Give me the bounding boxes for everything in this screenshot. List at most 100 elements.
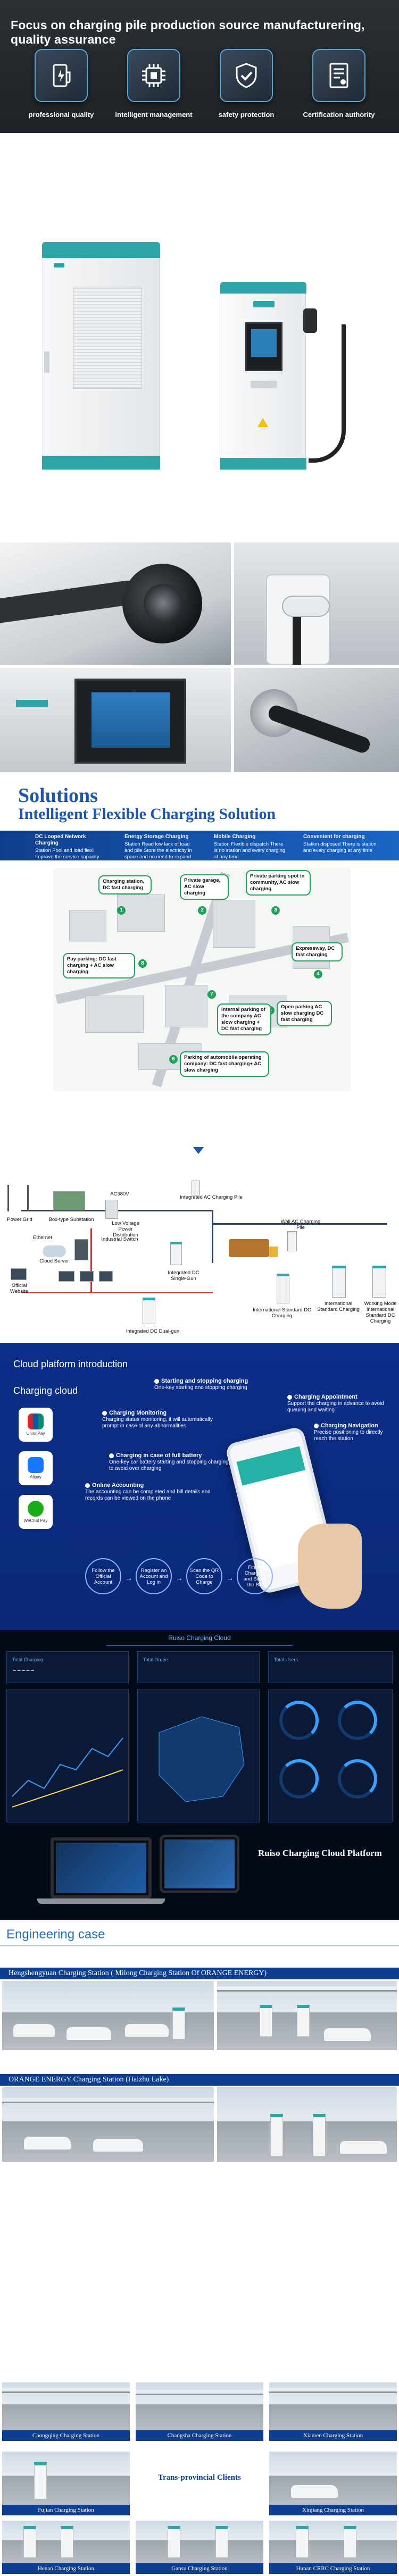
case-title-1: Hengshengyuan Charging Station ( Milong … bbox=[0, 1968, 399, 1979]
feature-label: Certification authority bbox=[303, 111, 375, 119]
callout-pay-parking: Pay parking: DC fast charging + AC slow … bbox=[63, 953, 135, 978]
feature-banner: Focus on charging pile production source… bbox=[0, 0, 399, 133]
cloud-subtitle: Charging cloud bbox=[13, 1385, 78, 1396]
map-panel bbox=[137, 1690, 260, 1822]
caption-gansu: Gansu Charging Station bbox=[136, 2563, 263, 2574]
chevron-down-icon bbox=[193, 1147, 204, 1154]
platform-name: Ruiso Charging Cloud Platform bbox=[258, 1848, 382, 1858]
hand-image bbox=[298, 1524, 362, 1609]
case-photo bbox=[136, 2521, 263, 2563]
cloud-platform-section: Cloud platform introduction Charging clo… bbox=[0, 1343, 399, 1630]
case-photo bbox=[2, 1981, 214, 2050]
case-title-2: ORANGE ENERGY Charging Station (Haizhu L… bbox=[0, 2074, 399, 2086]
case-photo bbox=[2, 2452, 130, 2505]
laptop-base bbox=[37, 1898, 165, 1904]
alipay-badge: Alipay bbox=[19, 1451, 53, 1485]
dc-charging-pile-image bbox=[220, 282, 306, 470]
intl-dc-pile-icon bbox=[372, 1266, 386, 1298]
gauge bbox=[279, 1759, 319, 1799]
server-icon bbox=[74, 1239, 88, 1260]
intl-dc-pile-icon bbox=[332, 1266, 346, 1298]
step-finish-settle: Finish Charging and Settle the Bill bbox=[237, 1558, 273, 1594]
label-box-substation: Box-type Substation bbox=[48, 1217, 94, 1223]
title-rule bbox=[0, 1945, 399, 1946]
case-photo bbox=[217, 1981, 397, 2050]
step-follow-account: Follow the Official Account bbox=[85, 1558, 121, 1594]
callout-community-parking: Private parking spot in community, AC sl… bbox=[246, 870, 311, 896]
case-photo bbox=[269, 2452, 397, 2505]
chip-icon bbox=[127, 49, 180, 102]
caption-xiamen: Xiamen Charging Station bbox=[269, 2430, 397, 2441]
label-ethernet: Ethernet bbox=[33, 1235, 52, 1241]
charging-gun-photo bbox=[0, 542, 231, 665]
gauge-panel bbox=[268, 1690, 393, 1822]
map-marker-3: 3 bbox=[271, 906, 280, 915]
unionpay-icon bbox=[28, 1414, 44, 1429]
line-chart-panel bbox=[6, 1690, 129, 1822]
arrow-right-icon: → bbox=[226, 1574, 234, 1582]
grid-topology-diagram: Power Grid Box-type Substation AC380V Lo… bbox=[0, 1159, 399, 1343]
engineering-case-section: Engineering case Hengshengyuan Charging … bbox=[0, 1920, 399, 2576]
trend-chart bbox=[12, 1737, 123, 1808]
case-photo bbox=[136, 2382, 263, 2430]
case-photo bbox=[269, 2382, 397, 2430]
map-marker-7: 7 bbox=[207, 990, 216, 999]
stat-panel: Total Orders bbox=[137, 1651, 260, 1683]
callout-private-garage: Private garage, AC slow charging bbox=[180, 874, 229, 900]
feature-safety-protection: safety protection bbox=[206, 49, 286, 119]
caption-hunan-crrc: Hunan CRRC Charging Station bbox=[269, 2563, 397, 2574]
charging-socket-photo bbox=[234, 542, 399, 665]
warning-icon bbox=[257, 418, 268, 427]
product-details bbox=[0, 542, 399, 772]
map-marker-8: 8 bbox=[138, 959, 147, 968]
caption-xinjiang: Xinjiang Charging Station bbox=[269, 2505, 397, 2515]
label-cloud-server: Cloud Server bbox=[39, 1258, 69, 1264]
callout-open-parking: Open parking AC slow charging DC fast ch… bbox=[277, 1001, 332, 1026]
dc-single-pile-icon bbox=[170, 1242, 182, 1265]
dc-dual-pile-icon bbox=[143, 1298, 155, 1324]
engineering-title: Engineering case bbox=[6, 1927, 105, 1942]
callout-company-parking: Internal parking of the company AC slow … bbox=[217, 1003, 271, 1035]
gauge bbox=[279, 1701, 319, 1740]
touch-screen-photo bbox=[0, 668, 231, 772]
power-tower-icon bbox=[7, 1185, 29, 1211]
step-scan-qr: Scan the QR Code to Charge bbox=[186, 1558, 222, 1594]
feature-label: safety protection bbox=[218, 111, 275, 119]
computer-icon bbox=[59, 1271, 74, 1282]
label-power-grid: Power Grid bbox=[7, 1217, 32, 1223]
alipay-icon bbox=[28, 1457, 44, 1473]
city-charging-map bbox=[53, 868, 351, 1091]
cloud-icon bbox=[43, 1245, 66, 1257]
map-marker-2: 2 bbox=[198, 906, 206, 915]
feature-certification-authority: Certification authority bbox=[299, 49, 379, 119]
stat-panel: Total Users bbox=[268, 1651, 393, 1683]
product-hero bbox=[0, 133, 399, 542]
callout-expressway: Expressway, DC fast charging bbox=[292, 942, 343, 961]
dashboard-header: Ruiso Charging Cloud bbox=[106, 1634, 293, 1646]
wechat-icon bbox=[28, 1501, 44, 1517]
certificate-icon bbox=[312, 49, 365, 102]
laptop-image bbox=[51, 1837, 152, 1898]
label-integrated-dc-dual: Integrated DC Dual-gun bbox=[126, 1328, 180, 1334]
caption-changsha: Changsha Charging Station bbox=[136, 2430, 263, 2441]
feature-label: professional quality bbox=[28, 111, 94, 119]
solutions-subtitle: Intelligent Flexible Charging Solution bbox=[18, 805, 276, 823]
label-intl-dc: International Standard DC Charging bbox=[253, 1307, 311, 1319]
trans-provincial-label: Trans-provincial Clients bbox=[158, 2473, 241, 2482]
feature-intelligent-management: intelligent management bbox=[114, 49, 194, 119]
computer-icon bbox=[80, 1271, 94, 1282]
ac-pile-icon bbox=[287, 1231, 297, 1251]
arrow-right-icon: → bbox=[176, 1574, 183, 1582]
computer-icon bbox=[99, 1271, 113, 1282]
callout-operating-company: Parking of automobile operating company:… bbox=[180, 1051, 269, 1077]
